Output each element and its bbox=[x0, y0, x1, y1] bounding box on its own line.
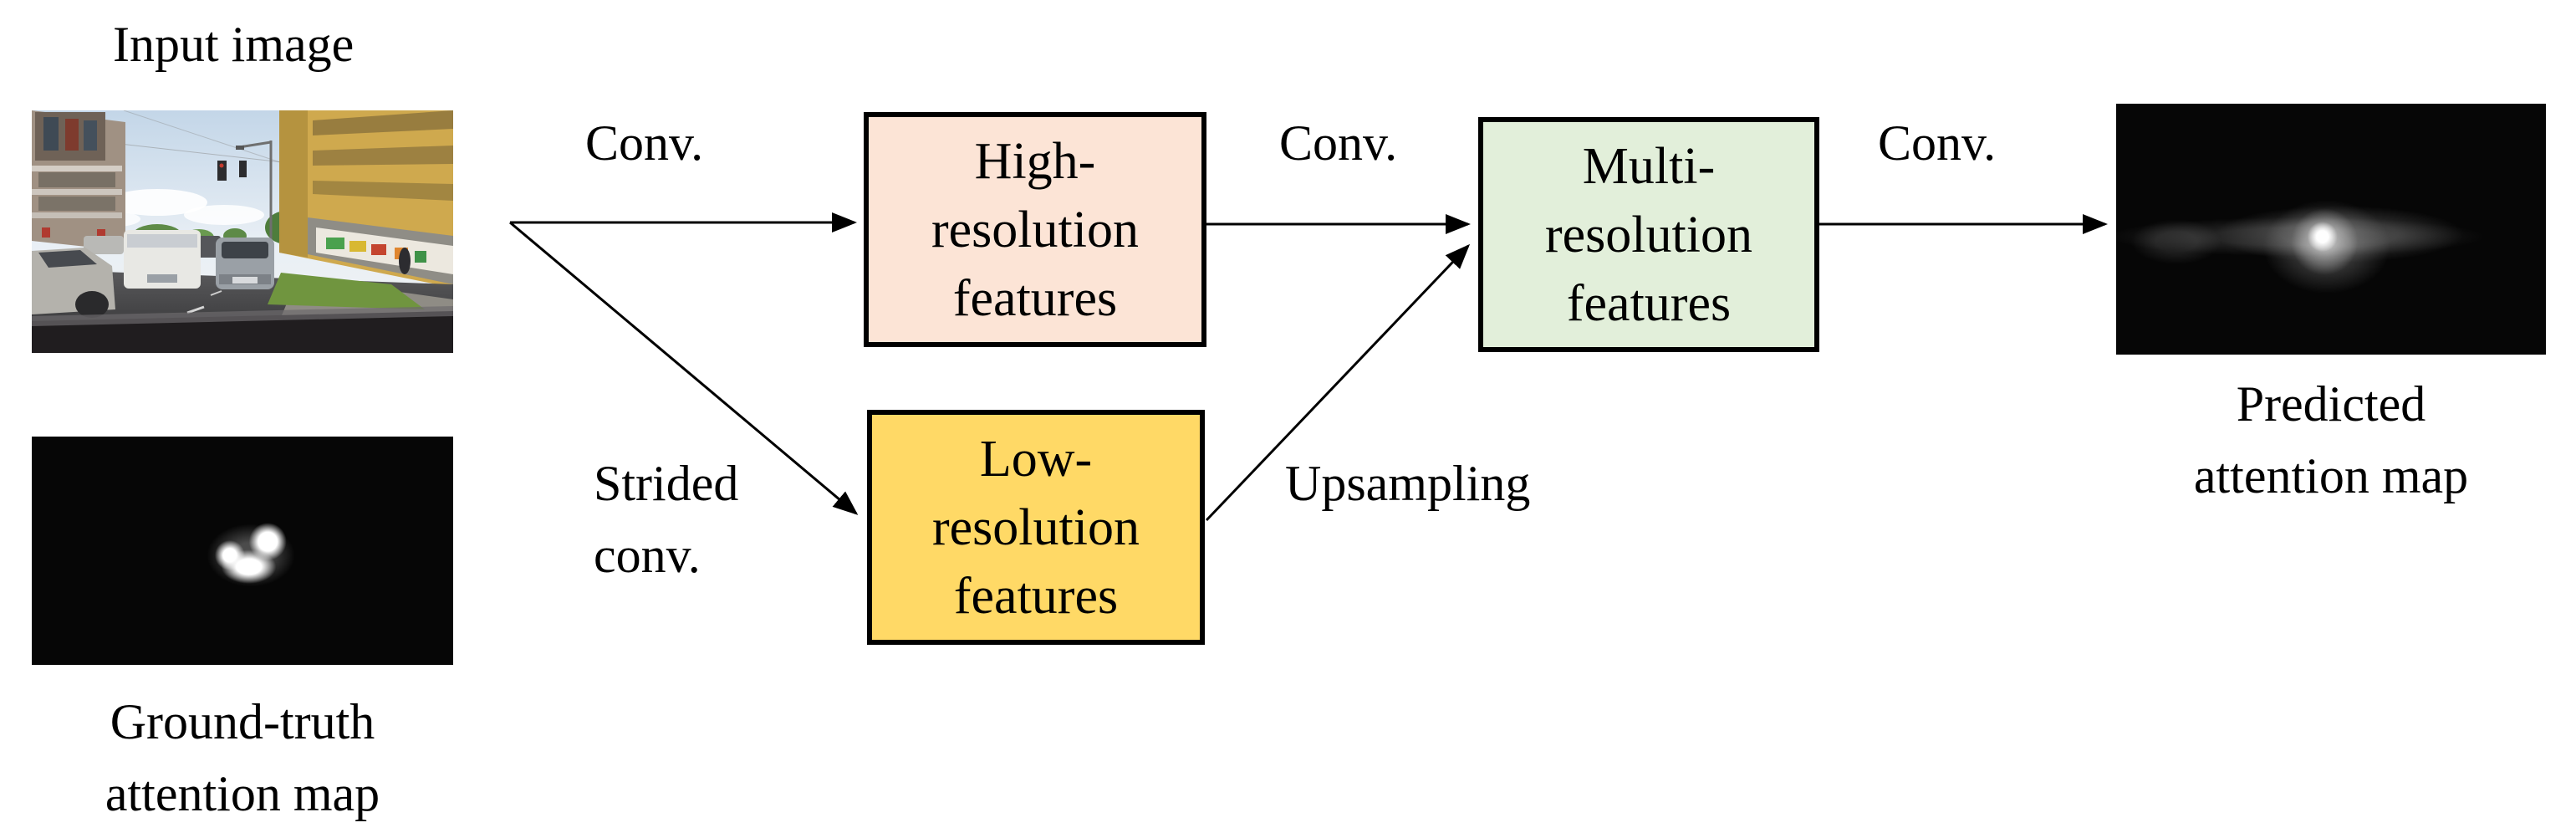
ground-truth-caption-line1: Ground-truth bbox=[110, 694, 375, 749]
ground-truth-caption-line2: attention map bbox=[105, 766, 380, 821]
predicted-caption-line2: attention map bbox=[2193, 448, 2469, 503]
ground-truth-caption: Ground-truth attention map bbox=[32, 686, 453, 830]
high-res-line3: features bbox=[952, 269, 1118, 327]
strided-conv-label-line1: Strided bbox=[594, 456, 739, 511]
silver-car bbox=[32, 248, 115, 318]
input-image-label: Input image bbox=[113, 17, 355, 72]
multi-res-line1: Multi- bbox=[1582, 137, 1716, 195]
high-res-line1: High- bbox=[974, 132, 1096, 190]
low-resolution-features-box: Low- resolution features bbox=[867, 410, 1205, 645]
predicted-caption: Predicted attention map bbox=[2116, 368, 2546, 512]
low-res-line2: resolution bbox=[932, 498, 1140, 556]
low-res-line3: features bbox=[953, 567, 1119, 625]
conv3-label: Conv. bbox=[1878, 115, 1997, 171]
predicted-attention-map bbox=[2116, 104, 2546, 355]
high-resolution-features-box: High- resolution features bbox=[864, 112, 1206, 347]
strided-conv-label: Strided conv. bbox=[594, 447, 738, 591]
ground-truth-attention-map bbox=[32, 437, 453, 665]
strided-conv-label-line2: conv. bbox=[594, 528, 701, 583]
grey-car bbox=[216, 238, 274, 289]
multi-res-line2: resolution bbox=[1545, 206, 1752, 263]
street-scene-illustration bbox=[32, 110, 453, 353]
multi-resolution-features-box: Multi- resolution features bbox=[1478, 117, 1819, 352]
white-van bbox=[124, 230, 201, 289]
input-image bbox=[32, 110, 453, 353]
multi-res-line3: features bbox=[1566, 274, 1732, 332]
low-res-line1: Low- bbox=[979, 430, 1093, 488]
conv1-label: Conv. bbox=[585, 115, 704, 171]
upsampling-label: Upsampling bbox=[1285, 456, 1531, 511]
conv2-label: Conv. bbox=[1279, 115, 1398, 171]
high-res-line2: resolution bbox=[931, 201, 1139, 258]
predicted-caption-line1: Predicted bbox=[2236, 376, 2426, 432]
